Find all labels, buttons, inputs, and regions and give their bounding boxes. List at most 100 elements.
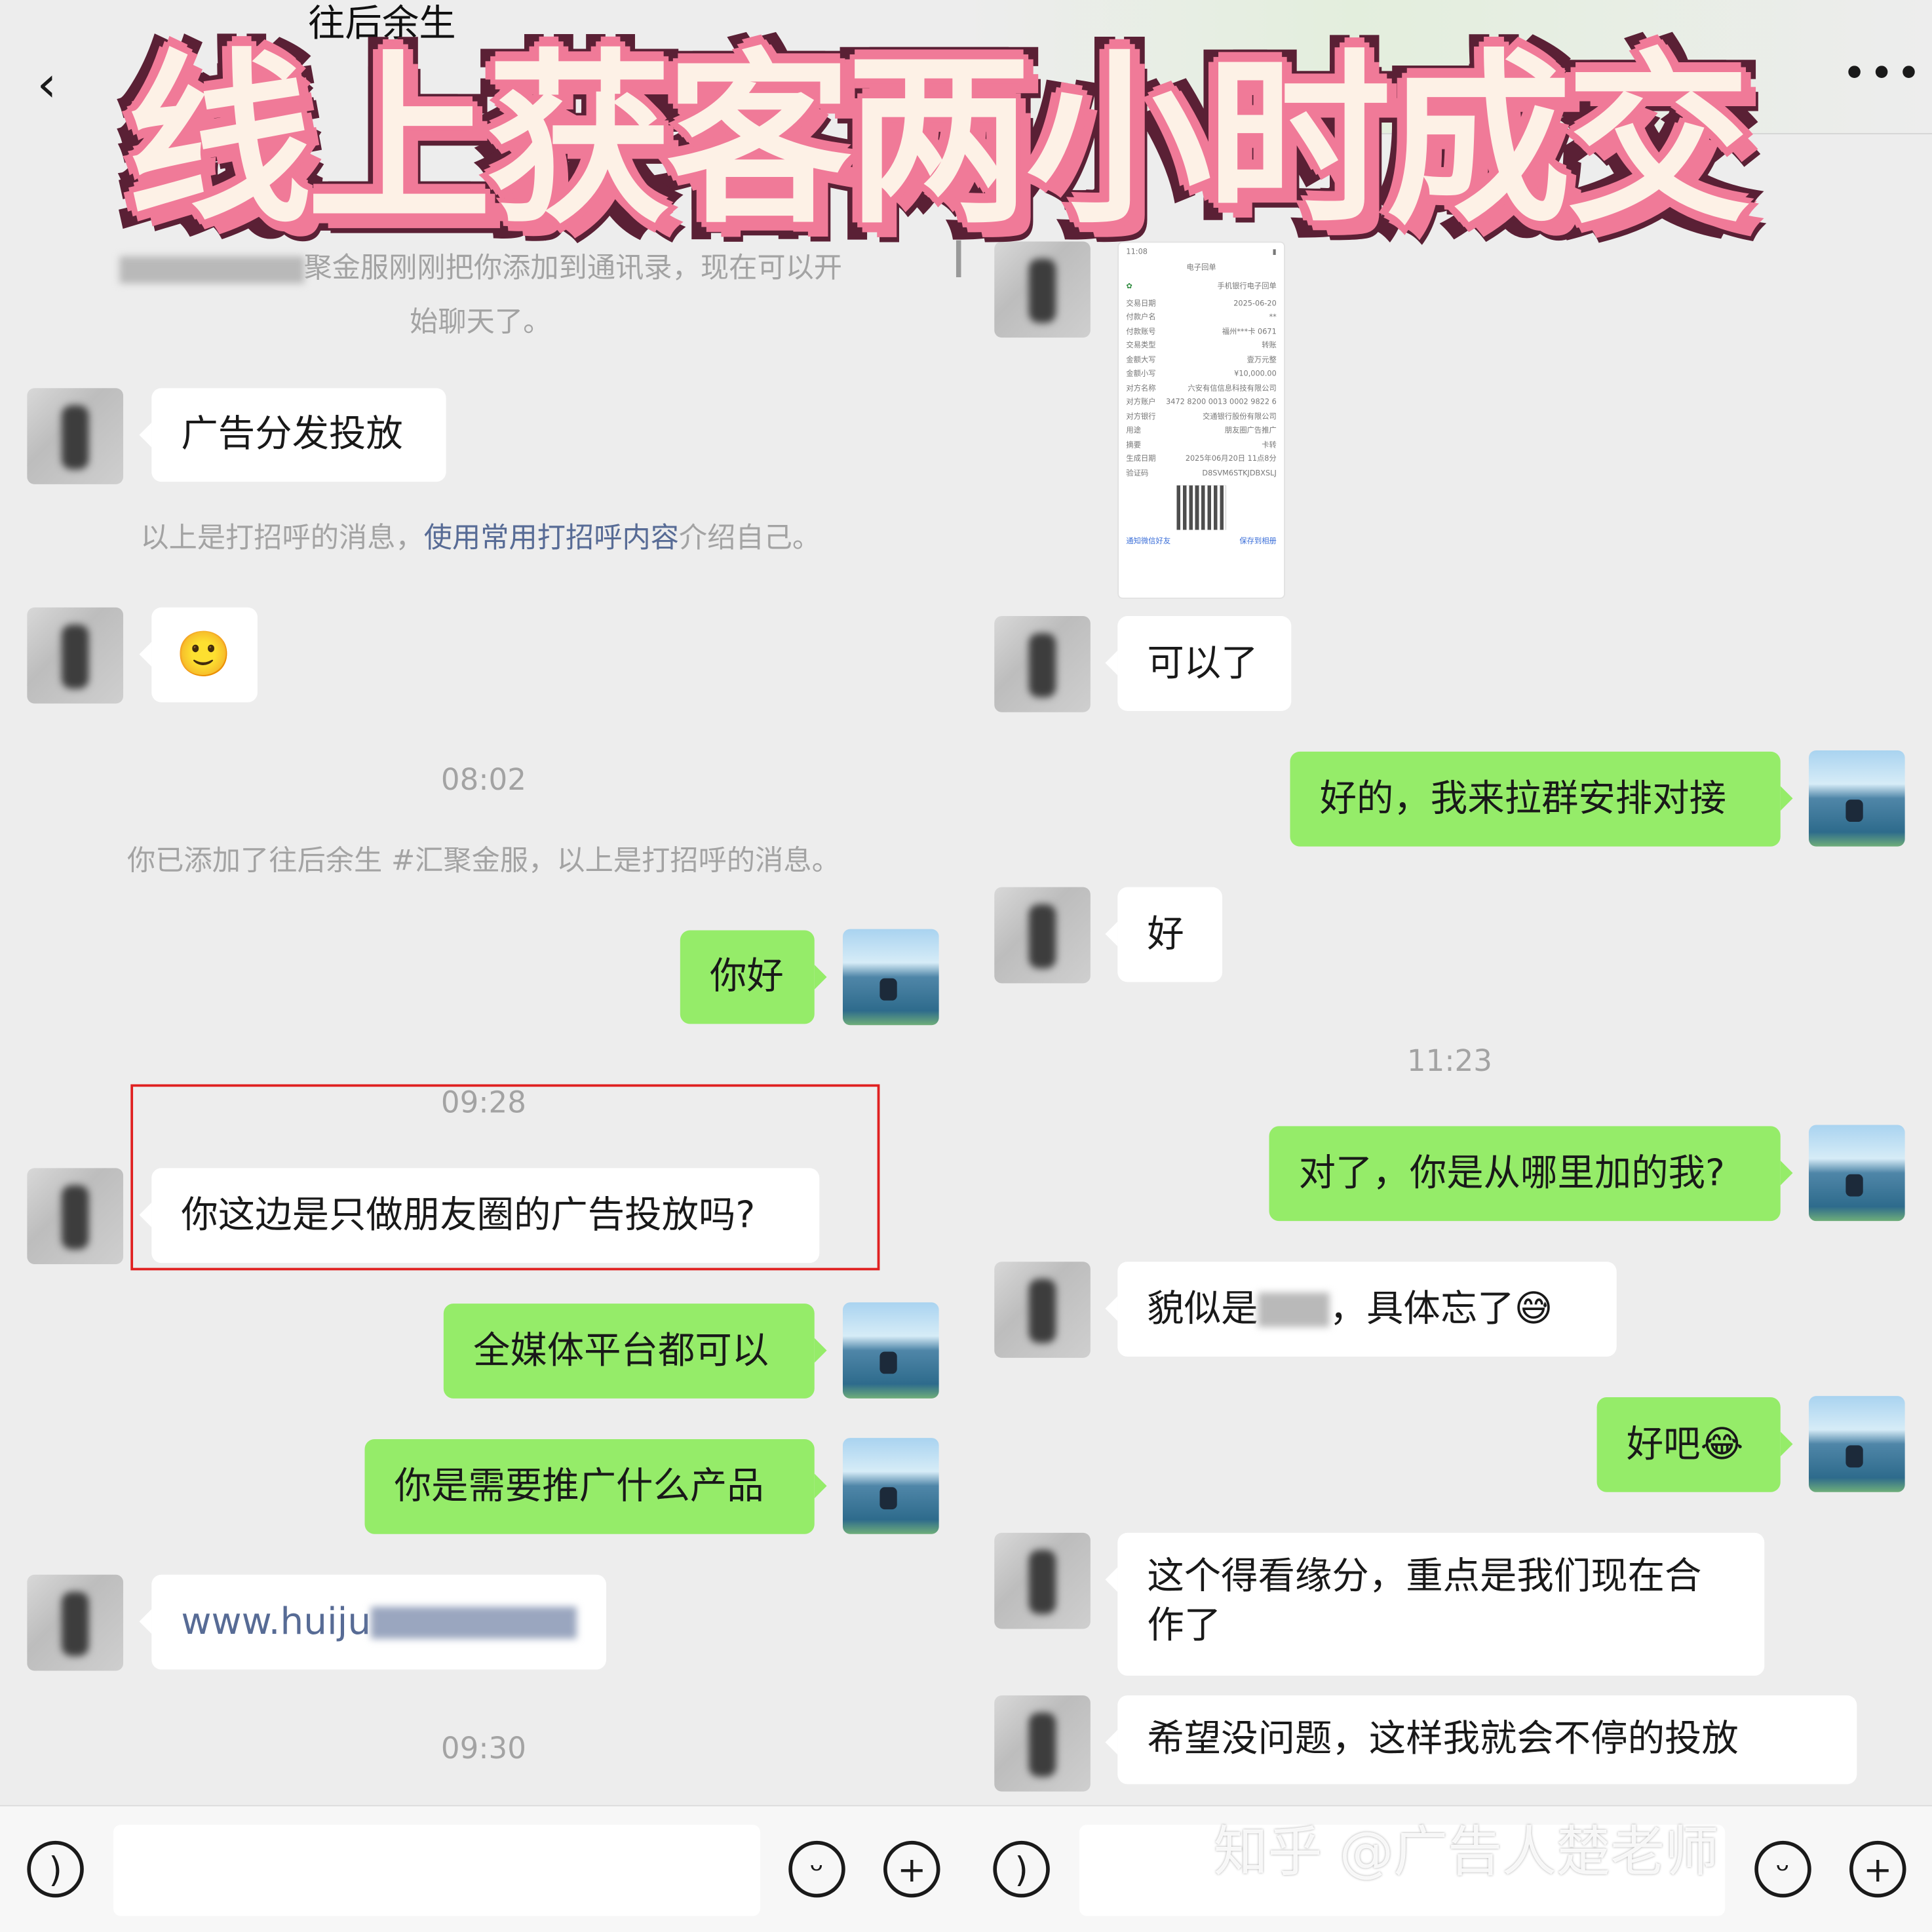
message-bubble: 广告分发投放 xyxy=(139,388,446,482)
link-message[interactable]: www.huiju xyxy=(139,1574,607,1670)
receipt-value: 朋友圈广告推广 xyxy=(1224,426,1277,435)
receipt-row: 对方名称 六安有信信息科技有限公司 xyxy=(1119,381,1284,396)
receipt-label: 对方名称 xyxy=(1126,383,1156,393)
more-button[interactable]: ••• xyxy=(1842,49,1924,99)
receipt-row: 付款户名** xyxy=(1119,311,1284,325)
receipt-row: 验证码 D8SVM6STKJDBXSLJ xyxy=(1119,467,1284,481)
my-avatar[interactable] xyxy=(842,929,939,1026)
voice-icon[interactable]: ) xyxy=(27,1840,84,1898)
emoji-icon[interactable]: ᵕ xyxy=(1754,1840,1811,1898)
timestamp: 09:28 xyxy=(440,1085,526,1121)
common-greeting-link[interactable]: 使用常用打招呼内容 xyxy=(423,522,679,555)
receipt-value: D8SVM6STKJDBXSLJ xyxy=(1202,469,1277,478)
receipt-label: 生成日期 xyxy=(1126,454,1156,463)
message-bubble: 希望没问题，这样我就会不停的投放 xyxy=(1105,1695,1857,1785)
status-time: 11:08 xyxy=(1126,247,1148,257)
contact-avatar[interactable] xyxy=(27,607,124,704)
receipt-label: 交易日期 xyxy=(1126,298,1156,308)
contact-avatar[interactable] xyxy=(994,1695,1091,1792)
receipt-title: 电子回单 xyxy=(1186,263,1216,272)
receipt-row: 生成日期 2025年06月20日 11点8分 xyxy=(1119,452,1284,467)
back-button[interactable]: ‹ xyxy=(37,56,57,113)
contact-avatar[interactable] xyxy=(27,1168,124,1264)
receipt-value: 六安有信信息科技有限公司 xyxy=(1188,383,1277,393)
receipt-value: ¥10,000.00 xyxy=(1234,370,1277,379)
receipt-row: 付款账号 福州***卡 0671 xyxy=(1119,324,1284,339)
my-avatar[interactable] xyxy=(842,1302,939,1399)
receipt-label: 金额小写 xyxy=(1126,370,1156,379)
message-bubble: 好 xyxy=(1105,887,1223,982)
system-text: 聚金服刚刚把你添加到通讯录，现在可以开 xyxy=(303,252,843,285)
receipt-row: 金额大写 壹万元整 xyxy=(1119,353,1284,368)
contact-avatar[interactable] xyxy=(27,1574,124,1671)
receipt-value: 转账 xyxy=(1262,341,1277,350)
my-avatar[interactable] xyxy=(1808,1125,1905,1222)
my-message-bubble: 对了，你是从哪里加的我? xyxy=(1269,1126,1793,1222)
hint-text: 介绍自己。 xyxy=(678,522,821,555)
receipt-value: 2025-06-20 xyxy=(1233,298,1277,308)
receipt-row: 对方账户 3472 8200 0013 0002 9822 6 xyxy=(1119,396,1284,410)
contact-avatar[interactable] xyxy=(994,241,1091,338)
my-message-bubble: 好吧😂 xyxy=(1596,1397,1793,1492)
receipt-value: 壹万元整 xyxy=(1246,355,1277,364)
plus-icon[interactable]: + xyxy=(1849,1840,1906,1898)
share-button: 通知微信好友 xyxy=(1126,537,1171,546)
message-bubble: 这个得看缘分，重点是我们现在合作了 xyxy=(1105,1532,1765,1676)
link-text[interactable]: www.huiju xyxy=(181,1600,372,1644)
receipt-label: 用途 xyxy=(1126,426,1142,435)
receipt-row: 用途 朋友圈广告推广 xyxy=(1119,424,1284,438)
message-bubble: 你这边是只做朋友圈的广告投放吗? xyxy=(139,1168,820,1264)
receipt-row: 交易类型 转账 xyxy=(1119,339,1284,353)
receipt-value: ** xyxy=(1269,313,1277,322)
message-input-left[interactable] xyxy=(113,1825,761,1916)
contact-avatar[interactable] xyxy=(994,1532,1091,1629)
chat-header xyxy=(967,0,1932,134)
system-message-added: 聚金服刚刚把你添加到通讯录，现在可以开 始聊天了。 xyxy=(49,241,912,349)
contact-avatar[interactable] xyxy=(994,887,1091,984)
timestamp: 09:30 xyxy=(440,1731,526,1766)
bank-title: 手机银行电子回单 xyxy=(1217,281,1277,290)
receipt-label: 对方账户 xyxy=(1126,398,1156,407)
receipt-value: 福州***卡 0671 xyxy=(1222,327,1277,336)
receipt-row: 交易日期 2025-06-20 xyxy=(1119,296,1284,311)
watermark: 知乎 @广告人楚老师 xyxy=(1213,1821,1719,1884)
receipt-value: 交通银行股份有限公司 xyxy=(1202,412,1277,421)
input-toolbar: ) ᵕ + ) ᵕ + xyxy=(0,1805,1932,1932)
my-avatar[interactable] xyxy=(842,1438,939,1534)
hint-text: 以上是打招呼的消息， xyxy=(140,522,424,555)
my-avatar[interactable] xyxy=(1808,1396,1905,1492)
timestamp: 08:02 xyxy=(440,762,526,798)
receipt-row: 金额小写 ¥10,000.00 xyxy=(1119,367,1284,381)
receipt-label: 验证码 xyxy=(1126,469,1149,478)
emoji-icon[interactable]: ᵕ xyxy=(788,1840,845,1898)
voice-icon[interactable]: ) xyxy=(993,1840,1050,1898)
receipt-label: 对方银行 xyxy=(1126,412,1156,421)
receipt-label: 付款账号 xyxy=(1126,327,1156,336)
contact-avatar[interactable] xyxy=(27,388,124,484)
receipt-value: 卡转 xyxy=(1262,440,1277,450)
receipt-label: 金额大写 xyxy=(1126,355,1156,364)
blurred-platform xyxy=(1258,1292,1330,1326)
message-input-right[interactable] xyxy=(1079,1825,1726,1916)
system-text: 始聊天了。 xyxy=(410,307,552,339)
highlight-box xyxy=(130,1084,880,1271)
receipt-value: 2025年06月20日 11点8分 xyxy=(1185,454,1277,463)
save-button: 保存到相册 xyxy=(1239,537,1277,546)
receipt-rows: 交易日期 2025-06-20 付款户名** 付款账号 福州***卡 0671 交易类型 转… xyxy=(1119,296,1284,480)
contact-avatar[interactable] xyxy=(994,1262,1091,1358)
message-text: 貌似是 xyxy=(1147,1286,1258,1330)
my-avatar[interactable] xyxy=(1808,750,1905,847)
message-text: ，具体忘了😅 xyxy=(1329,1286,1553,1330)
blurred-name xyxy=(119,256,304,283)
banner-title: 线上获客两小时成交 xyxy=(123,34,1754,249)
contact-avatar[interactable] xyxy=(994,616,1091,712)
message-bubble: 貌似是 ，具体忘了😅 xyxy=(1105,1262,1617,1357)
plus-icon[interactable]: + xyxy=(883,1840,940,1898)
receipt-label: 交易类型 xyxy=(1126,341,1156,350)
receipt-value: 3472 8200 0013 0002 9822 6 xyxy=(1166,398,1277,407)
system-message: 你已添加了往后余生 #汇聚金服，以上是打招呼的消息。 xyxy=(127,845,840,878)
message-bubble: 可以了 xyxy=(1105,616,1292,711)
